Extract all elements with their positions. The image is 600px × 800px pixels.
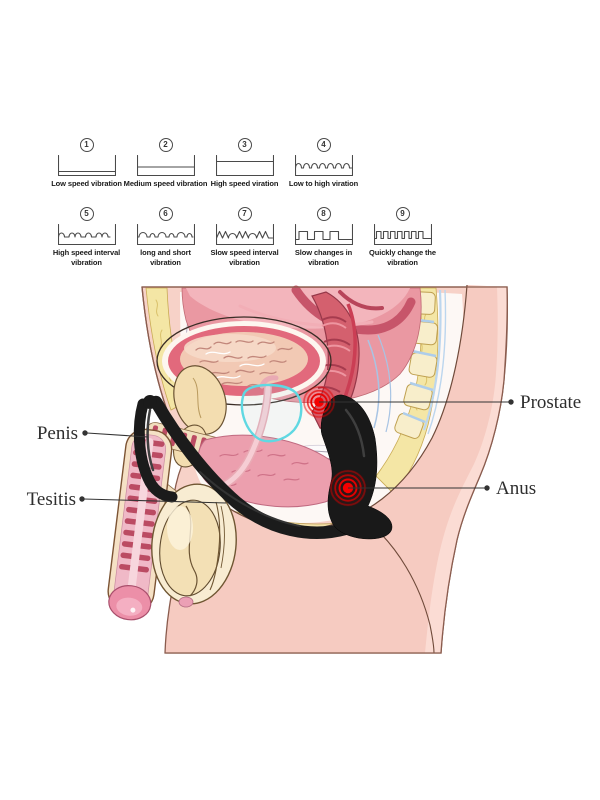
mode-number-badge: 1	[79, 138, 94, 152]
vibration-waveform-icon	[57, 155, 116, 176]
mode-number-badge: 6	[158, 206, 173, 221]
waveform-tray	[294, 223, 353, 245]
blood-vessels	[367, 334, 392, 433]
mode-number: 1	[84, 140, 89, 149]
waveform-tray	[215, 155, 274, 176]
label-anus: Anus	[348, 478, 536, 499]
mode-label: Low to high viration	[289, 179, 358, 189]
testicle	[151, 483, 237, 608]
mode-label-line: vibration	[229, 257, 260, 267]
waveform-tray	[136, 155, 195, 176]
spinal-canal-line	[422, 289, 442, 431]
mode-label-line: Slow changes in	[294, 247, 353, 257]
spinal-canal-line-2	[427, 289, 447, 435]
vibration-mode-item: 3 High speed viration	[205, 138, 284, 189]
scrotum-tip	[178, 596, 194, 608]
mode-label-line: long and short	[140, 247, 191, 257]
vibration-waveform-icon	[136, 155, 195, 176]
cock-ring-band	[133, 398, 178, 503]
waveform-line	[294, 162, 352, 169]
mode-label-line: vibration	[387, 257, 418, 267]
mode-number: 8	[321, 208, 326, 218]
mode-number-badge: 8	[316, 206, 331, 221]
anal-plug	[320, 394, 393, 540]
waveform-line	[373, 230, 432, 239]
waveform-tray	[57, 155, 116, 176]
perineal-tissue	[197, 434, 344, 508]
mode-label: Low speed vibration	[51, 179, 122, 189]
mode-number-badge: 4	[316, 138, 331, 152]
waveform-tray	[373, 223, 432, 245]
prostate-massager-device	[133, 394, 393, 540]
mode-label-line: Slow speed interval	[210, 247, 279, 257]
label-penis: Penis	[37, 423, 149, 444]
mode-label-line: Low to high viration	[288, 179, 359, 188]
vibration-waveform-icon	[294, 155, 353, 176]
label-prostate: Prostate	[319, 392, 581, 413]
waveform-tray	[136, 223, 195, 245]
tesitis-label: Tesitis	[27, 489, 76, 510]
rectum	[311, 291, 360, 430]
vibration-modes-panel: 1 Low speed vibration 2 Medium speed vib…	[47, 138, 442, 267]
buttock-crease	[365, 519, 435, 654]
thigh-highlight	[425, 287, 507, 653]
mode-label-line: vibration	[71, 257, 102, 267]
label-tesitis: Tesitis	[27, 489, 227, 510]
mode-number: 3	[242, 140, 247, 149]
mode-label-line: Low speed vibration	[51, 179, 122, 188]
waveform-line	[57, 232, 111, 238]
vibration-waveform-icon	[136, 223, 195, 245]
prostate-outline	[240, 383, 303, 443]
vibration-mode-item: 1 Low speed vibration	[47, 138, 126, 189]
vibration-waveform-icon	[215, 223, 274, 245]
vibration-waveform-icon	[57, 223, 116, 245]
mode-label: High speed viration	[211, 179, 279, 189]
mode-number: 6	[163, 208, 168, 218]
mode-number: 9	[400, 208, 405, 218]
penis-label: Penis	[37, 423, 78, 444]
mode-number: 4	[321, 140, 326, 149]
waveform-line	[294, 230, 353, 240]
mode-number-badge: 2	[158, 138, 173, 152]
vibration-waveform-icon	[373, 223, 432, 245]
anus-label: Anus	[496, 478, 536, 499]
mode-number-badge: 5	[79, 206, 94, 221]
mode-label-line: vibration	[308, 257, 339, 267]
mode-number-badge: 7	[237, 206, 252, 221]
mode-label-line: vibration	[150, 257, 181, 267]
device-arm	[149, 395, 352, 539]
mode-number: 7	[242, 208, 247, 218]
anatomy-illustration: Penis Tesitis Prostate Anus	[27, 284, 581, 654]
vibration-mode-item: 4 Low to high viration	[284, 138, 363, 189]
waveform-line	[215, 230, 273, 239]
prostate-label: Prostate	[520, 392, 581, 413]
mode-label-line: High speed viration	[210, 179, 279, 188]
mode-label-line: High speed interval	[52, 247, 121, 257]
waveform-tray	[215, 223, 274, 245]
mode-number: 5	[84, 208, 89, 218]
mode-label-line: Medium speed vibration	[123, 179, 208, 188]
mode-label-line: Quickly change the	[369, 247, 436, 257]
mode-label: Medium speed vibration	[124, 179, 208, 189]
vibration-waveform-icon	[294, 223, 353, 245]
waveform-line	[136, 231, 194, 238]
mode-number-badge: 9	[395, 206, 410, 221]
vibration-mode-item: 2 Medium speed vibration	[124, 138, 208, 189]
vibration-waveform-icon	[215, 155, 274, 176]
mode-number: 2	[163, 140, 168, 149]
mode-number-badge: 3	[237, 138, 252, 152]
